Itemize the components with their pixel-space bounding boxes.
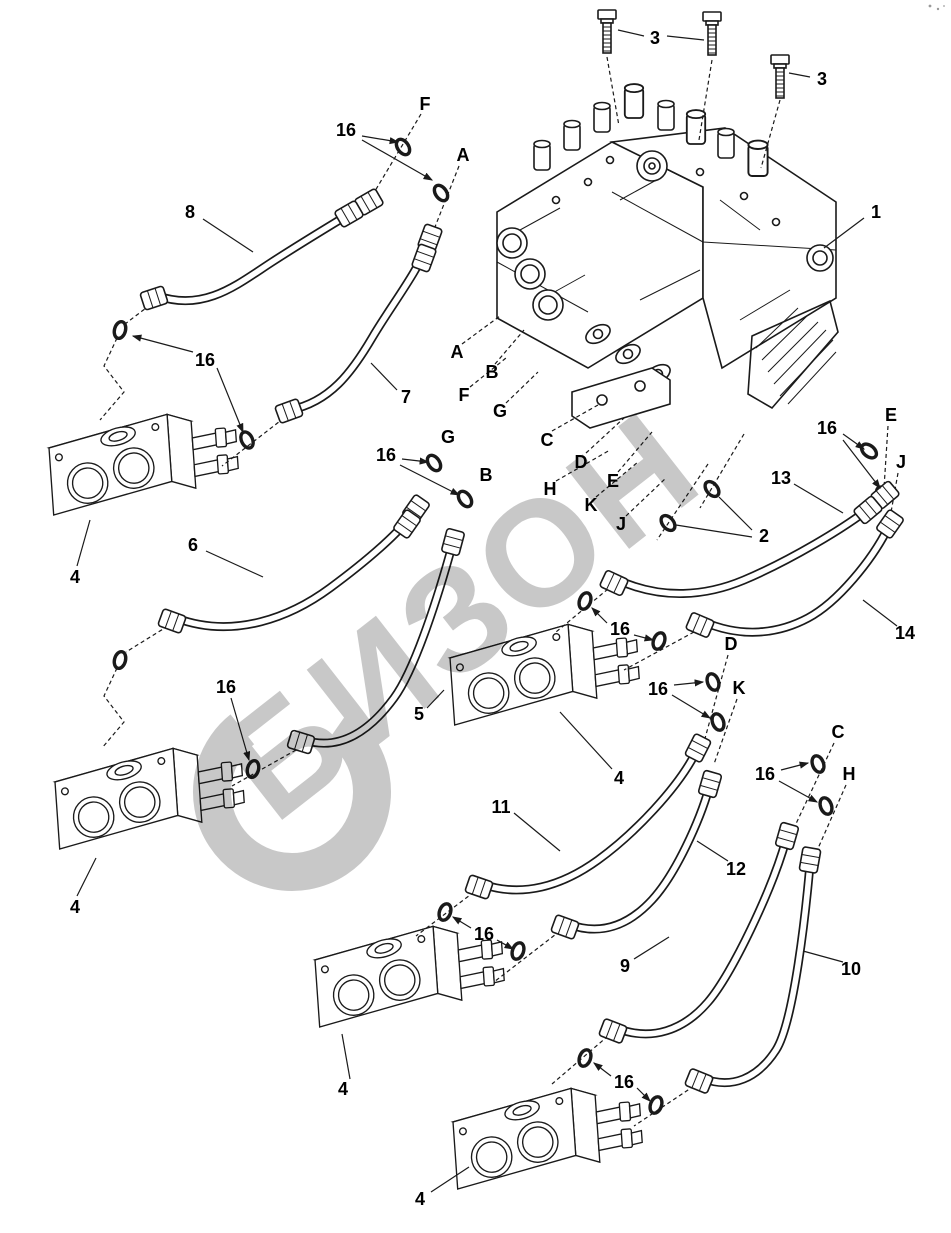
callout-A: A [456,145,470,165]
callout-F: F [419,94,431,114]
callout-E: E [884,405,898,425]
tube-14 [699,523,893,637]
tube-13 [613,493,887,598]
tube-8 [153,199,371,306]
callout-3: 3 [649,28,661,48]
tube-7 [285,236,434,415]
valve-hatched-bracket [747,299,839,410]
callout-16: 16 [215,677,237,697]
callout-H: H [543,479,557,499]
callout-16: 16 [609,619,631,639]
callout-H: H [842,764,856,784]
callout-A: A [450,342,464,362]
callout-F: F [458,385,470,405]
callout-K: K [584,495,598,515]
callout-6: 6 [187,535,199,555]
callout-16: 16 [754,764,776,784]
callout-J: J [895,452,907,472]
callout-J: J [615,514,627,534]
callout-C: C [540,430,554,450]
mounting-plate [571,367,671,429]
callout-G: G [492,401,508,421]
callout-16: 16 [473,924,495,944]
control-valve-assembly [496,83,839,429]
callout-10: 10 [840,959,862,979]
callout-4: 4 [69,567,81,587]
callout-4: 4 [414,1189,426,1209]
hydraulic-tubes [153,199,893,1088]
callout-8: 8 [184,202,196,222]
tube-12 [563,783,714,934]
callout-5: 5 [413,704,425,724]
tube-6 [171,507,419,632]
callout-4: 4 [69,897,81,917]
callout-D: D [574,452,588,472]
callout-G: G [440,427,456,447]
callout-16: 16 [647,679,669,699]
callout-13: 13 [770,468,792,488]
callout-16: 16 [816,418,838,438]
callout-B: B [485,362,499,382]
callout-16: 16 [375,445,397,465]
tube-9 [611,835,791,1039]
callout-4: 4 [613,768,625,788]
callout-9: 9 [619,956,631,976]
callout-16: 16 [335,120,357,140]
callout-B: B [479,465,493,485]
tube-10 [697,859,815,1088]
callout-11: 11 [491,797,511,817]
callout-16: 16 [194,350,216,370]
callout-4: 4 [337,1079,349,1099]
callout-3: 3 [816,69,828,89]
callout-2: 2 [758,526,770,546]
callout-16: 16 [613,1072,635,1092]
callout-D: D [724,634,738,654]
callout-7: 7 [400,387,412,407]
callout-K: K [732,678,746,698]
scan-specks [928,4,945,11]
callout-C: C [831,722,845,742]
callout-E: E [606,471,620,491]
callout-1: 1 [870,202,882,222]
tube-11 [477,747,701,895]
callout-12: 12 [725,859,747,879]
callout-14: 14 [894,623,916,643]
